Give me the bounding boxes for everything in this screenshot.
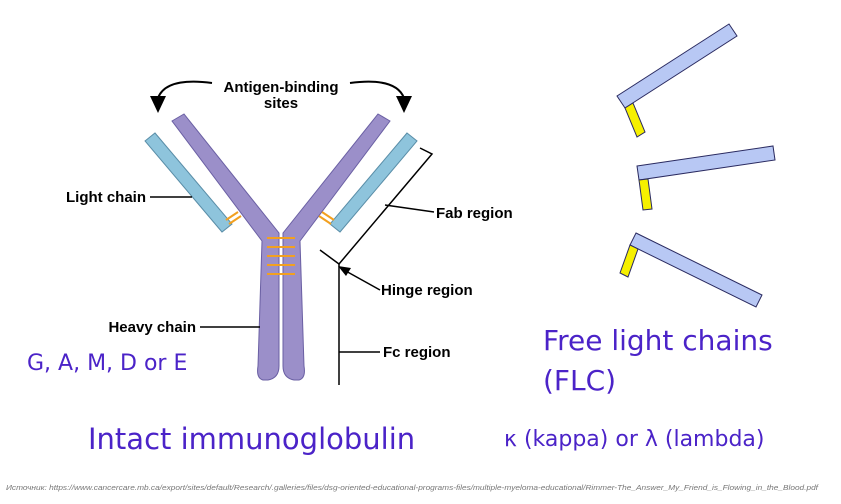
- fab-bracket: [338, 147, 434, 265]
- heavy-chain-right: [282, 113, 391, 381]
- fab-pointer: [384, 204, 435, 213]
- arrowhead-right-icon: [396, 96, 412, 113]
- fc-bracket-top: [319, 249, 340, 265]
- antigen-arrows: [157, 80, 405, 99]
- flc-title-line1: Free light chains: [543, 324, 773, 357]
- antigen-arrow-left: [157, 80, 213, 99]
- label-hinge-region: Hinge region: [381, 282, 473, 299]
- immunoglobulin-classes: G, A, M, D or E: [27, 351, 187, 376]
- heavy-chain-left: [171, 113, 280, 381]
- label-antigen-line1: Antigen-binding: [224, 79, 339, 96]
- hinge-pointer: [343, 269, 381, 291]
- pointer-lines: [150, 147, 435, 385]
- arrowhead-left-icon: [150, 96, 166, 113]
- light-chain-left: [144, 132, 233, 233]
- light-chain-right: [329, 132, 418, 233]
- label-heavy-chain: Heavy chain: [108, 319, 196, 336]
- antigen-arrow-right: [349, 80, 405, 99]
- disulfide-bonds: [225, 211, 335, 275]
- label-light-chain: Light chain: [66, 189, 146, 206]
- free-light-chain-2: [636, 145, 776, 211]
- hinge-arrowhead-icon: [338, 266, 351, 276]
- light-chains: [144, 132, 418, 233]
- intact-immunoglobulin-title: Intact immunoglobulin: [88, 422, 415, 456]
- free-light-chain-3: [619, 232, 763, 308]
- flc-title-line2: (FLC): [543, 364, 616, 397]
- free-light-chain-1: [616, 23, 738, 138]
- heavy-chains: [171, 113, 391, 381]
- label-antigen-line2: sites: [264, 95, 298, 112]
- label-fc-region: Fc region: [383, 344, 451, 361]
- label-fab-region: Fab region: [436, 205, 513, 222]
- kappa-lambda-label: κ (kappa) or λ (lambda): [504, 427, 764, 452]
- source-citation: Источник: https://www.cancercare.mb.ca/e…: [6, 483, 819, 492]
